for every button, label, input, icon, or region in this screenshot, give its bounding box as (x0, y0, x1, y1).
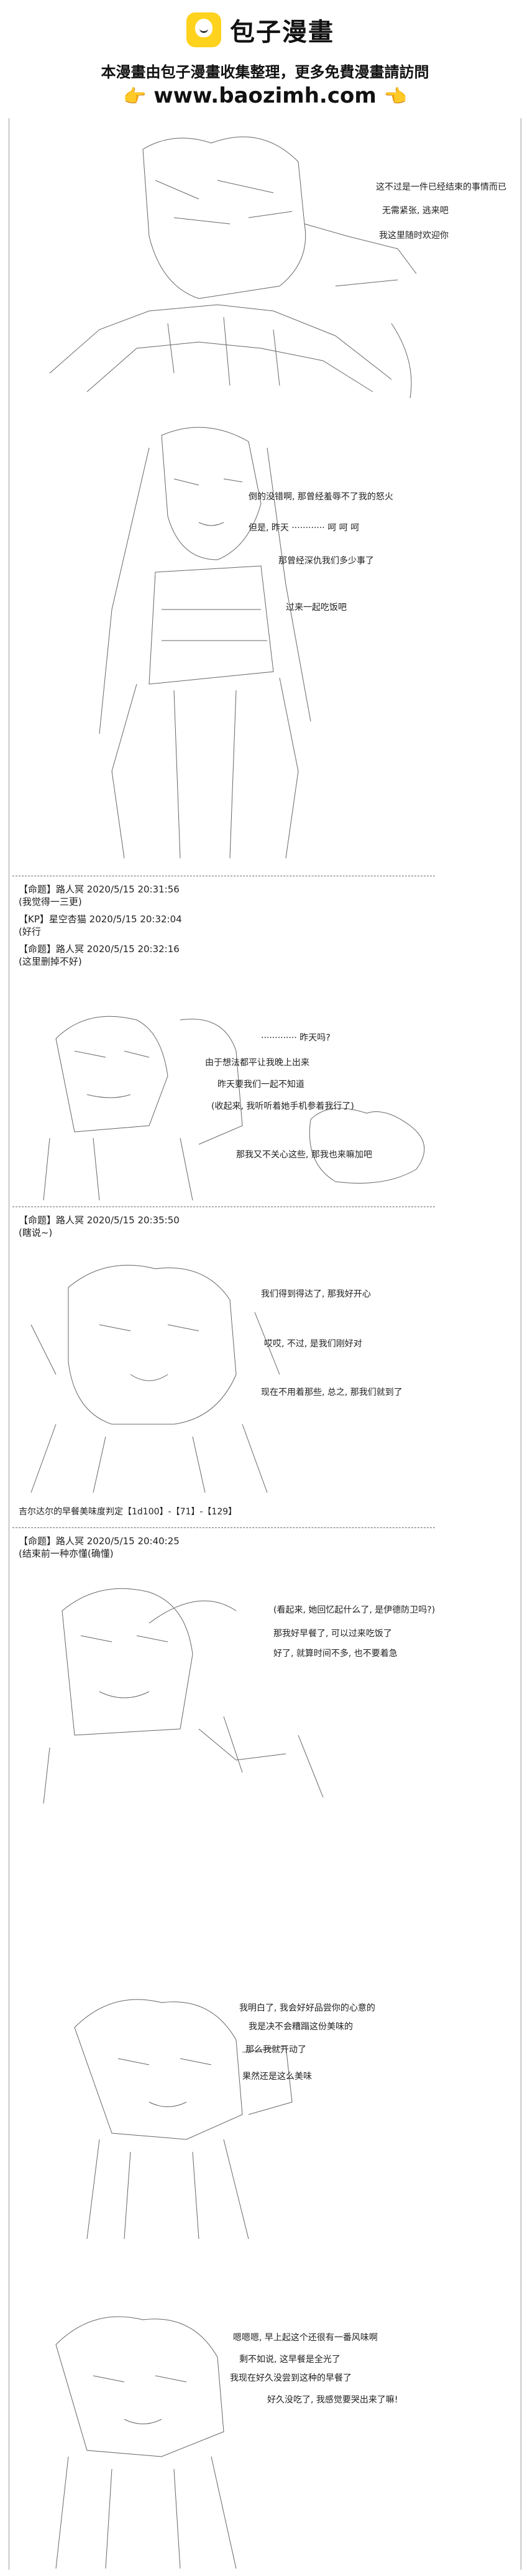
dice-result: 吉尔达尔的早餐美味度判定【1d100】-【71】-【129】 (19, 1507, 237, 1517)
scene6-line-1: 我明白了, 我会好好品尝你的心意的 (239, 2003, 375, 2013)
scene2-line-2: 但是, 昨天 ············ 呵 呵 呵 (249, 523, 360, 533)
scene1-line-3: 我这里随时欢迎你 (379, 231, 449, 241)
scene7-line-3: 我现在好久没尝到这种的早餐了 (230, 2373, 352, 2383)
logo-text: 包子漫畫 (230, 18, 334, 47)
scene1-ascii-art (49, 136, 417, 399)
divider (12, 1527, 435, 1528)
post-item: 【命题】路人冥 2020/5/15 20:32:16 (这里删掉不好) (19, 943, 180, 968)
scene4-line-2: 哎哎, 不过, 是我们刚好对 (264, 1339, 362, 1349)
post-body: (好行 (19, 926, 41, 937)
scene5-line-1: (看起来, 她回忆起什么了, 是伊德防卫吗?) (273, 1605, 436, 1615)
post-header: 【命题】路人冥 2020/5/15 20:40:25 (19, 1536, 180, 1547)
scene2-ascii-art (99, 427, 311, 859)
scene7-line-4: 好久没吃了, 我感觉要哭出来了嘛! (267, 2395, 398, 2405)
scene7-line-2: 剩不如说, 这早餐是全光了 (239, 2355, 340, 2365)
post-body: (这里删掉不好) (19, 956, 82, 967)
scene4-line-1: 我们得到得达了, 那我好开心 (261, 1289, 371, 1299)
scene1-line-1: 这不过是一件已经结束的事情而已 (376, 182, 506, 192)
site-logo[interactable]: 包子漫畫 (186, 11, 334, 49)
scene2-line-1: 倒的没错啊, 那曾经羞辱不了我的怒火 (249, 492, 393, 502)
banner: 包子漫畫 本漫畫由包子漫畫收集整理，更多免費漫畫請訪問 👉 www.baozim… (0, 0, 530, 112)
post-item: 【命题】路人冥 2020/5/15 20:35:50 (瞎说~) (19, 1214, 180, 1239)
scene5-line-2: 那我好早餐了, 可以过来吃饭了 (273, 1629, 392, 1639)
post-body: (我觉得一三更) (19, 896, 82, 907)
scene5-ascii-art (43, 1588, 324, 1804)
post-item: 【命题】路人冥 2020/5/15 20:31:56 (我觉得一三更) (19, 883, 180, 908)
pointing-right-icon: 👉 (123, 86, 147, 108)
scene1-line-2: 无需紧张, 逃来吧 (382, 206, 449, 216)
post-item: 【KP】星空杏猫 2020/5/15 20:32:04 (好行 (19, 913, 182, 938)
post-body: (瞎说~) (19, 1227, 53, 1238)
banner-subtitle: 本漫畫由包子漫畫收集整理，更多免費漫畫請訪問 (101, 63, 429, 81)
post-header: 【KP】星空杏猫 2020/5/15 20:32:04 (19, 914, 182, 925)
bun-mascot-icon (186, 12, 221, 47)
scene3-line-1: ············· 昨天吗? (261, 1033, 331, 1043)
scene6-line-2: 我是决不会糟蹋这份美味的 (249, 2022, 353, 2032)
post-body: (结束前一种亦懂(确懂) (19, 1548, 114, 1559)
scene7-line-1: 嗯嗯嗯, 早上起这个还很有一番风味啊 (233, 2333, 378, 2343)
scene2-line-3: 那曾经深仇我们多少事了 (278, 556, 374, 566)
scene6-ascii-art (74, 1999, 293, 2240)
pointing-left-icon: 👈 (383, 86, 407, 108)
scene4-ascii-art (30, 1264, 280, 1493)
scene3-line-3: 昨天要我们一起不知道 (217, 1080, 304, 1090)
scene5-line-3: 好了, 就算时间不多, 也不要着急 (273, 1649, 398, 1659)
scene3-line-4: (收起来, 我听听着她手机参着我行了) (211, 1101, 354, 1111)
banner-url-row[interactable]: 👉 www.baozimh.com 👈 (0, 83, 530, 108)
post-header: 【命题】路人冥 2020/5/15 20:35:50 (19, 1215, 180, 1226)
post-header: 【命题】路人冥 2020/5/15 20:31:56 (19, 884, 180, 895)
scene6-line-4: 果然还是这么美味 (242, 2072, 312, 2082)
banner-url[interactable]: www.baozimh.com (153, 83, 377, 108)
scene2-line-4: 过来一起吃饭吧 (286, 603, 347, 613)
scene3-line-5: 那我又不关心这些, 那我也来嘛加吧 (236, 1150, 372, 1160)
post-item: 【命题】路人冥 2020/5/15 20:40:25 (结束前一种亦懂(确懂) (19, 1535, 180, 1560)
scene4-line-3: 现在不用着那些, 总之, 那我们就到了 (261, 1388, 403, 1397)
scene3-ascii-art (43, 1016, 425, 1201)
scene7-ascii-art (55, 2316, 237, 2569)
scene6-line-3: 那么我就开动了 (245, 2045, 306, 2055)
scene3-line-2: 由于想法都平让我晚上出来 (205, 1058, 309, 1068)
post-header: 【命题】路人冥 2020/5/15 20:32:16 (19, 943, 180, 955)
